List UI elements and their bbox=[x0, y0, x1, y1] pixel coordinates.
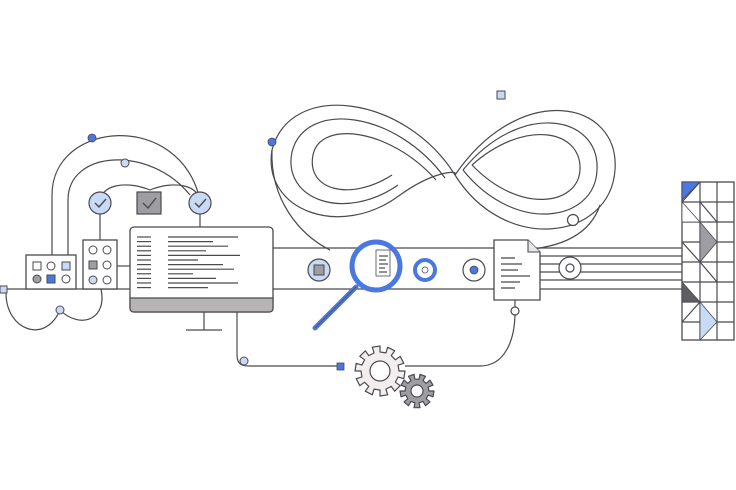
flag-icon bbox=[681, 181, 735, 342]
magnifying-glass-icon bbox=[312, 239, 403, 331]
module-panel-left bbox=[25, 254, 77, 290]
module-panel-right bbox=[82, 239, 130, 290]
checkmark-icon bbox=[194, 198, 207, 209]
left-connectors bbox=[5, 133, 201, 331]
gear-icon bbox=[354, 345, 435, 409]
monitor-code-lines bbox=[137, 236, 240, 289]
monitor-icon bbox=[129, 226, 274, 331]
loop-node-left bbox=[267, 137, 277, 147]
checkmark-icon bbox=[142, 197, 157, 210]
infinity-loop bbox=[267, 90, 616, 251]
gear-hole bbox=[369, 360, 391, 382]
check-group bbox=[88, 191, 212, 240]
pipeline-start-node bbox=[0, 285, 8, 294]
loop-node-top bbox=[496, 90, 506, 100]
checkmark-icon bbox=[94, 198, 107, 209]
loop-node-right bbox=[566, 213, 580, 227]
gear-hole bbox=[410, 384, 424, 398]
document-icon bbox=[493, 239, 541, 301]
bottom-connector bbox=[236, 300, 520, 371]
pipeline-items bbox=[307, 256, 582, 282]
